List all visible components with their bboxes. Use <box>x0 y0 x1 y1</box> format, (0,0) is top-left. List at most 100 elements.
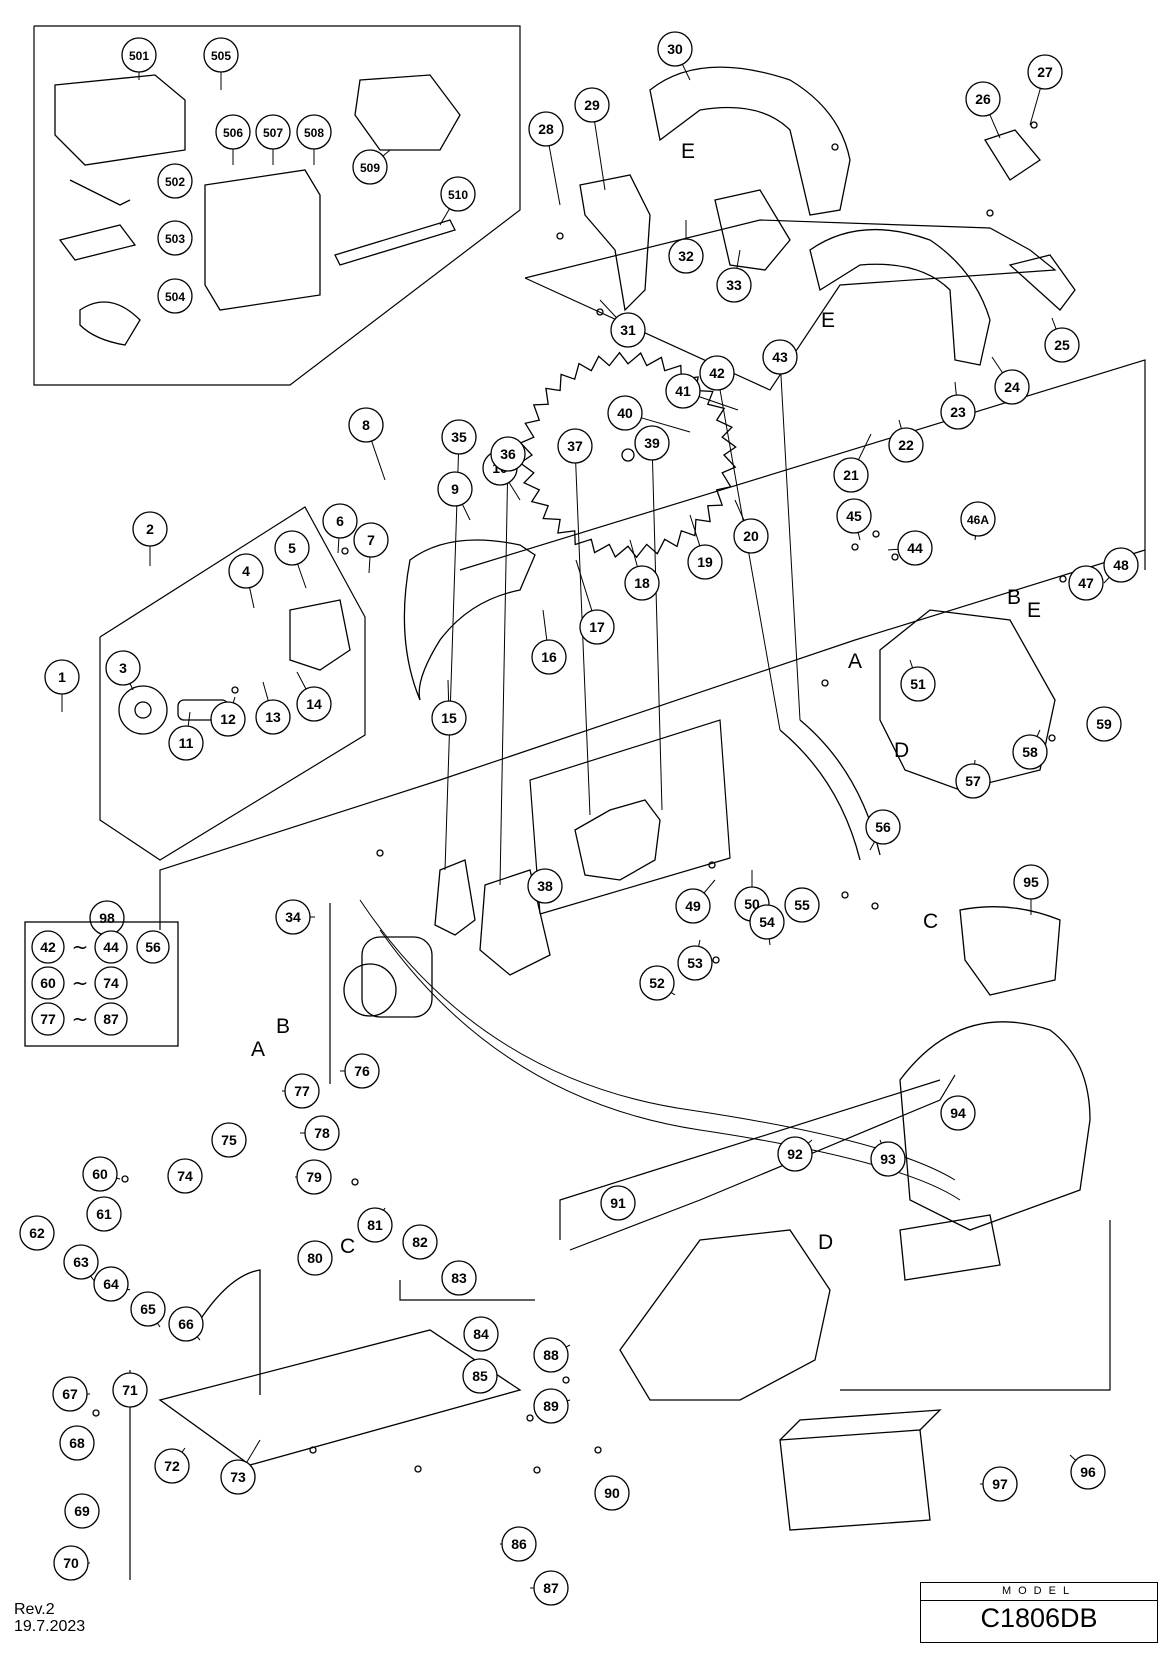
gear-drawing <box>118 685 168 735</box>
leader-line <box>599 299 617 318</box>
callout-number: 95 <box>1023 874 1039 890</box>
part-callout-90: 90 <box>594 1475 630 1511</box>
callout-number: 65 <box>140 1301 156 1317</box>
part-callout-502: 502 <box>157 163 193 199</box>
leader-line <box>232 696 236 703</box>
leader-line <box>594 121 606 191</box>
callout-number: 8 <box>362 417 370 433</box>
callout-number: 503 <box>165 232 185 246</box>
brush-holder-drawing <box>434 859 476 936</box>
callout-circle <box>900 666 936 702</box>
part-callout-98: 98 <box>89 900 125 936</box>
callout-circle <box>687 544 723 580</box>
part-callout-81: 81 <box>357 1207 393 1243</box>
callout-circle <box>211 1122 247 1158</box>
callout-circle <box>610 312 646 348</box>
lower-guard-drawing <box>403 539 536 701</box>
callout-circle <box>441 1260 477 1296</box>
callout-number: 506 <box>223 126 243 140</box>
model-box: MODEL C1806DB <box>920 1582 1158 1643</box>
callout-circle <box>527 868 563 904</box>
leader-line <box>181 1447 186 1453</box>
part-callout-19: 19 <box>687 544 723 580</box>
callout-number: 19 <box>697 554 713 570</box>
callout-number: 44 <box>907 540 923 556</box>
callout-number: 31 <box>620 322 636 338</box>
callout-circle <box>639 965 675 1001</box>
upper-guard-drawing <box>649 66 851 216</box>
handle-cap-drawing <box>959 906 1061 996</box>
leader-line <box>249 587 255 609</box>
leader-line <box>447 679 450 702</box>
part-callout-79: 79 <box>296 1159 332 1195</box>
callout-circle <box>220 1459 256 1495</box>
part-callout-46A: 46A <box>960 501 996 537</box>
part-callout-57: 57 <box>955 763 991 799</box>
callout-circle <box>836 498 872 534</box>
leader-line <box>698 939 701 947</box>
callout-circle <box>675 888 711 924</box>
part-callout-49: 49 <box>675 888 711 924</box>
callout-circle <box>19 1215 55 1251</box>
part-callout-56: 56 <box>865 809 901 845</box>
part-callout-63: 63 <box>63 1244 99 1280</box>
callout-number: 51 <box>910 676 926 692</box>
screw-drawing <box>526 1414 534 1422</box>
callout-number: 13 <box>265 709 281 725</box>
part-callout-508: 508 <box>296 114 332 150</box>
screw-drawing <box>1048 734 1056 742</box>
part-callout-96: 96 <box>1070 1454 1106 1490</box>
callout-number: 28 <box>538 121 554 137</box>
callout-circle <box>59 1425 95 1461</box>
part-callout-33: 33 <box>716 267 752 303</box>
callout-circle <box>528 111 564 147</box>
callout-circle <box>716 267 752 303</box>
section-letter-e: E <box>821 309 835 332</box>
callout-circle <box>168 1306 204 1342</box>
callout-number: 66 <box>178 1316 194 1332</box>
callout-circle <box>557 428 593 464</box>
callout-circle <box>463 1316 499 1352</box>
callout-circle <box>112 1372 148 1408</box>
callout-number: 41 <box>675 383 691 399</box>
callout-number: 32 <box>678 248 694 264</box>
callout-number: 24 <box>1004 379 1020 395</box>
callout-circle <box>965 81 1001 117</box>
leader-line <box>698 396 739 411</box>
part-callout-51: 51 <box>900 666 936 702</box>
callout-circle <box>607 395 643 431</box>
revision-info: Rev.2 19.7.2023 <box>14 1601 85 1635</box>
part-callout-23: 23 <box>940 394 976 430</box>
callout-circle <box>86 1196 122 1232</box>
leader-line <box>736 249 741 269</box>
callout-number: 92 <box>787 1146 803 1162</box>
callout-number: 36 <box>500 446 516 462</box>
screw-drawing <box>851 543 859 551</box>
callout-number: 17 <box>589 619 605 635</box>
callout-circle <box>352 149 388 185</box>
screw-drawing <box>92 1409 100 1417</box>
insert-drawing <box>354 74 461 151</box>
leader-line <box>857 532 861 541</box>
callout-number: 502 <box>165 175 185 189</box>
screw-drawing <box>872 530 880 538</box>
callout-number: 11 <box>179 735 194 751</box>
callout-number: 52 <box>649 975 665 991</box>
part-callout-55: 55 <box>784 887 820 923</box>
callout-circle <box>1012 734 1048 770</box>
leader-line <box>768 938 771 946</box>
screw-drawing <box>562 1376 570 1384</box>
part-callout-42: 42 <box>699 355 735 391</box>
callout-number: 510 <box>448 188 468 202</box>
callout-number: 53 <box>687 955 703 971</box>
part-callout-13: 13 <box>255 699 291 735</box>
part-callout-37: 37 <box>557 428 593 464</box>
part-callout-44: 44 <box>897 530 933 566</box>
part-callout-74: 74 <box>167 1158 203 1194</box>
part-callout-26: 26 <box>965 81 1001 117</box>
callout-circle <box>699 355 735 391</box>
callout-circle <box>940 394 976 430</box>
callout-circle <box>994 369 1030 405</box>
callout-number: 58 <box>1022 744 1038 760</box>
leader-line <box>1069 1454 1076 1461</box>
